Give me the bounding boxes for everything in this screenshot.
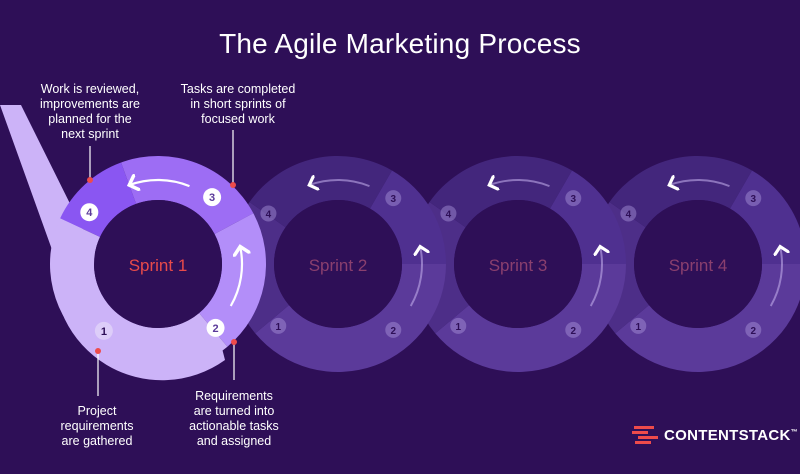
sprint-label-4: Sprint 4: [669, 256, 728, 275]
step-badge: [203, 188, 222, 207]
step-badge: [565, 321, 582, 338]
contentstack-logo: CONTENTSTACK™: [632, 426, 798, 444]
cycle-arrow: [489, 180, 550, 186]
step-number: 3: [390, 194, 396, 205]
step-number: 1: [101, 326, 107, 338]
step-badge: [440, 205, 457, 222]
ring-segment: [370, 170, 446, 264]
step-number: 2: [212, 323, 218, 335]
step-badge: [745, 190, 762, 207]
sprint-ring-2: 1 2 3 4: [230, 156, 446, 372]
ring-segment-step4: [60, 162, 137, 237]
step-number: 1: [635, 322, 641, 333]
cycle-arrow: [409, 247, 422, 307]
step-badge: [565, 190, 582, 207]
step1-callout-dot: [95, 348, 101, 354]
cycle-arrow: [229, 247, 242, 307]
ring-segment-step3: [121, 156, 254, 234]
step-badge: [630, 317, 647, 334]
step-number: 3: [570, 194, 576, 205]
sprint-label-1: Sprint 1: [129, 256, 188, 275]
ring-segment: [615, 264, 800, 372]
cycle-arrow: [669, 180, 730, 186]
step-badge: [260, 205, 277, 222]
ring-hole: [634, 200, 762, 328]
step-badge: [620, 205, 637, 222]
step-number: 4: [266, 209, 272, 220]
step-number: 1: [455, 322, 461, 333]
ring-segment: [550, 170, 626, 264]
step-number: 4: [626, 209, 632, 220]
ring-hole: [454, 200, 582, 328]
page-title: The Agile Marketing Process: [219, 28, 581, 59]
step-number: 2: [750, 326, 756, 337]
ring-segment: [435, 264, 626, 372]
ring-segment: [429, 156, 572, 228]
step4-callout-dot: [87, 177, 93, 183]
ring-segment: [255, 264, 446, 372]
sprint-label-2: Sprint 2: [309, 256, 368, 275]
ring-segment: [609, 155, 752, 228]
step-number: 2: [570, 326, 576, 337]
step-number: 4: [446, 209, 452, 220]
step-badge: [745, 321, 762, 338]
step-badge: [385, 321, 402, 338]
step-badge: [270, 317, 287, 334]
ring-segment: [249, 156, 392, 228]
step-number: 3: [209, 192, 215, 204]
step-number: 1: [275, 322, 281, 333]
step-badge: [80, 203, 99, 222]
step-number: 4: [86, 207, 93, 219]
cycle-arrow: [129, 180, 190, 186]
step-badge: [385, 190, 402, 207]
ring-segment: [730, 170, 800, 264]
cycle-arrow: [769, 247, 782, 307]
cycle-arrow: [309, 180, 370, 186]
ring-hole: [94, 200, 222, 328]
step-badge: [206, 318, 225, 337]
ring-hole: [274, 200, 402, 328]
step-number: 2: [390, 326, 396, 337]
step3-callout-dot: [230, 182, 236, 188]
step-badge: [94, 321, 113, 340]
brand-name: CONTENTSTACK™: [664, 426, 798, 444]
step-number: 3: [750, 194, 756, 205]
ring-segment-step1: [50, 218, 228, 372]
sprint-label-3: Sprint 3: [489, 256, 548, 275]
cycle-arrow: [589, 247, 602, 307]
contentstack-logo-icon: [632, 426, 658, 444]
step-badge: [450, 317, 467, 334]
step2-callout-dot: [231, 339, 237, 345]
